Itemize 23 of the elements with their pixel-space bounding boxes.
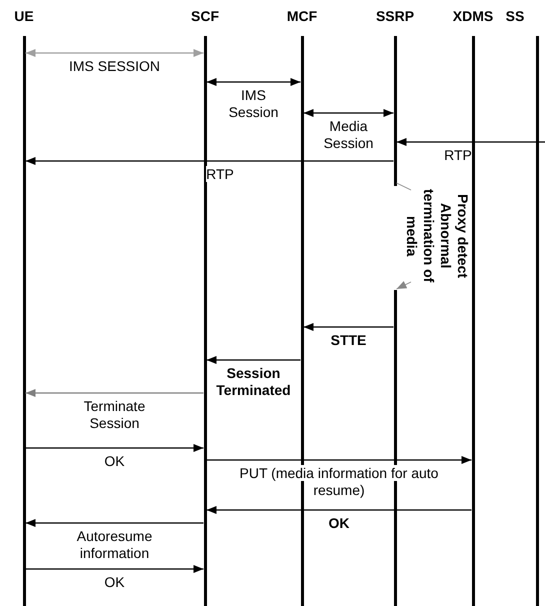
message-label: PUT (media information for auto resume) bbox=[238, 465, 440, 499]
message-arrow bbox=[304, 323, 394, 331]
participant-name: SSRP bbox=[374, 8, 416, 24]
message-arrow bbox=[26, 157, 394, 165]
message-arrow bbox=[206, 356, 300, 364]
participant-name: XDMS bbox=[452, 8, 494, 24]
participant-name: MCF bbox=[286, 8, 318, 24]
message-arrow bbox=[26, 389, 204, 397]
message-arrow bbox=[396, 138, 545, 146]
message-arrow bbox=[206, 506, 472, 514]
message-arrow bbox=[206, 78, 300, 86]
leader-line bbox=[396, 182, 412, 190]
participant-name: SCF bbox=[190, 8, 220, 24]
message-arrow bbox=[206, 456, 472, 464]
message-label: RTP bbox=[205, 166, 235, 183]
note-text: Proxy detect Abnormal termination of media bbox=[403, 186, 471, 286]
message-arrow bbox=[26, 444, 204, 452]
message-arrow bbox=[26, 519, 204, 527]
leader-line bbox=[396, 281, 412, 290]
message-arrow bbox=[304, 109, 394, 117]
participant-name: UE bbox=[13, 8, 35, 24]
message-arrow bbox=[26, 49, 204, 57]
message-arrow bbox=[26, 565, 204, 573]
